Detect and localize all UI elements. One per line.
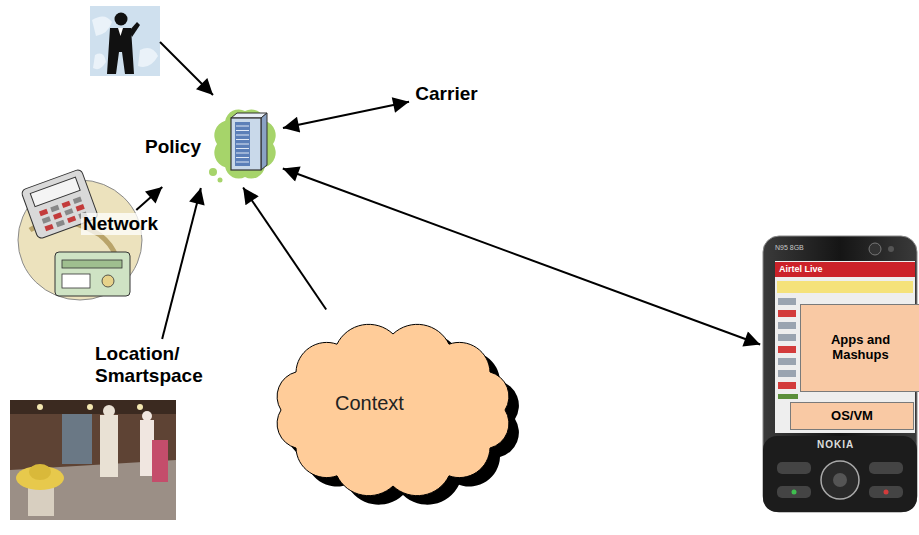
node-title: Context [335, 392, 404, 415]
screen-banner: Airtel Live [779, 264, 823, 274]
text-slot: NOKIA [817, 439, 854, 451]
connector-arrow [243, 187, 326, 309]
context-cloud: Context [255, 312, 545, 524]
text-slot: Apps and Mashups [805, 333, 916, 363]
store-photo [10, 400, 176, 520]
node-title: Location/ Smartspace [95, 343, 216, 387]
node-title: Policy [145, 136, 201, 158]
box-label: Apps and Mashups [805, 333, 916, 363]
node-title: Carrier [415, 83, 477, 105]
os-box: OS/VM [790, 402, 914, 430]
apps-box: Apps and Mashups [800, 304, 919, 392]
text-slot: N95 8GB [775, 244, 804, 252]
cloud-shape [255, 312, 545, 524]
box-label: OS/VM [831, 409, 873, 424]
model-mark: N95 8GB [775, 244, 804, 252]
text-slot: Airtel Live [779, 264, 823, 274]
person-icon [90, 6, 160, 76]
node-title: Network [81, 213, 160, 235]
person-arrow [160, 42, 213, 95]
mobile-phone: N95 8GB Airtel LiveNOKIA Apps and MashupsO… [763, 236, 917, 512]
text-slot: Policy [145, 136, 201, 158]
location-label: Location/ Smartspace [95, 342, 216, 388]
connector-arrow [283, 168, 760, 344]
text-slot: Context [335, 392, 404, 415]
carrier-label: Carrier [412, 82, 481, 106]
brand-mark: NOKIA [817, 439, 854, 451]
policy-server: Policy [145, 100, 280, 185]
connector-arrow [162, 188, 201, 339]
text-slot: Carrier [415, 83, 477, 105]
connector-arrow [283, 102, 409, 128]
text-slot: Network [81, 213, 160, 235]
text-slot: Location/ Smartspace [95, 343, 216, 387]
network-label: Network [78, 212, 163, 236]
text-slot: OS/VM [831, 409, 873, 424]
connector-arrow [136, 187, 162, 210]
